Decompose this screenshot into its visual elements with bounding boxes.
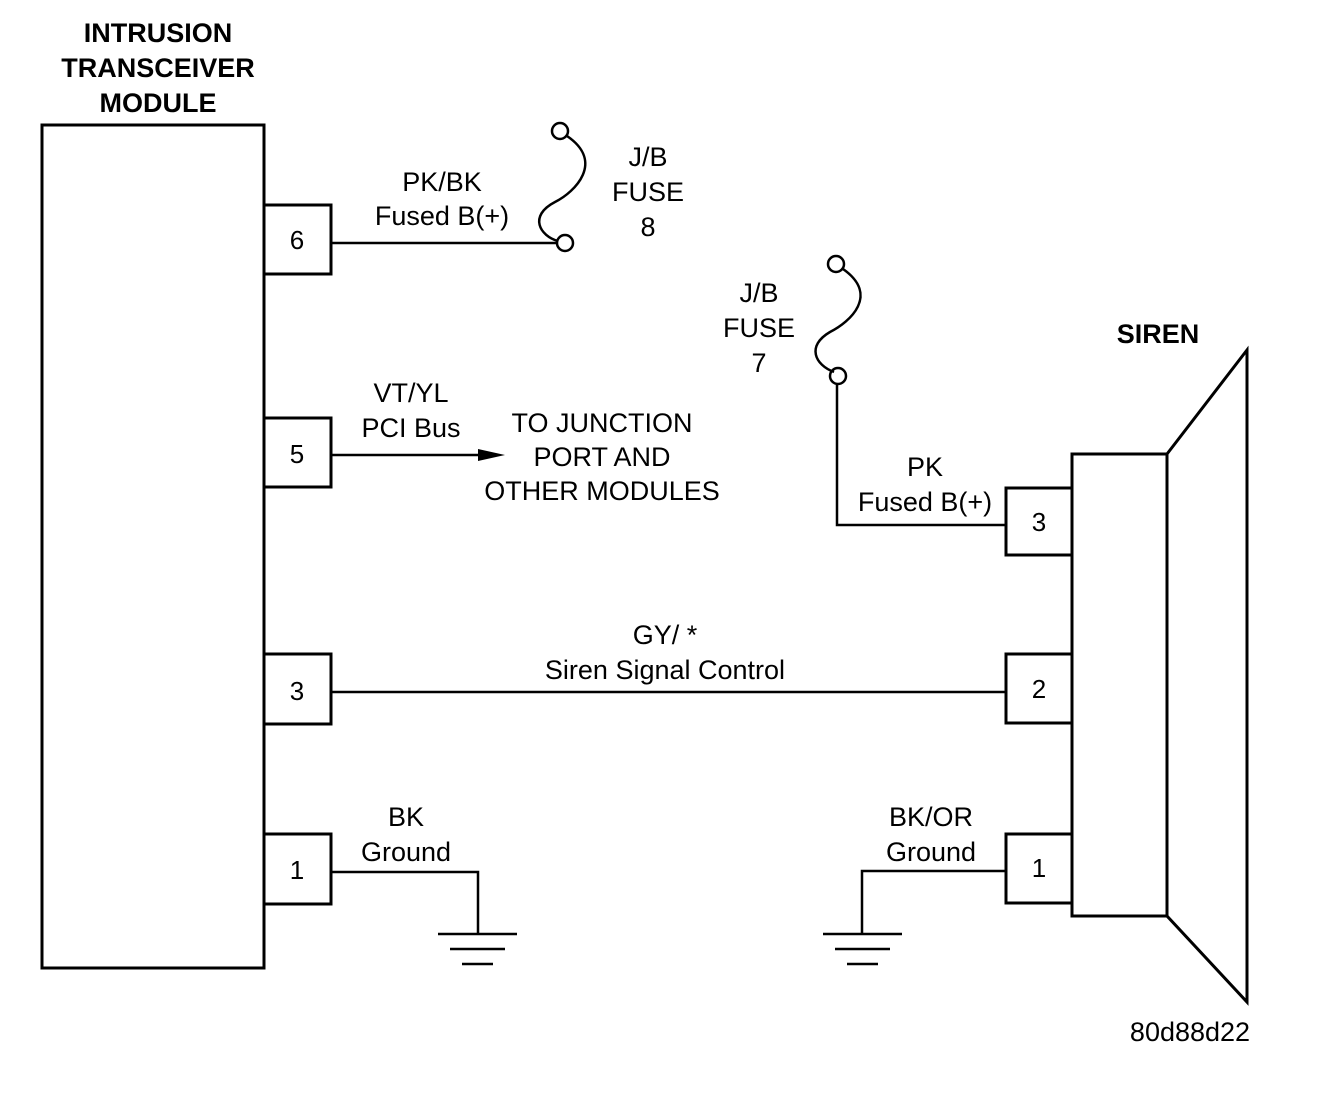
fuse-7-line-1: J/B xyxy=(739,278,778,308)
module-pin-1-box xyxy=(262,832,333,906)
wire-pin6-color: PK/BK xyxy=(402,167,482,197)
siren-pin-3-box xyxy=(1004,486,1074,557)
wire-siren-pin3-desc: Fused B(+) xyxy=(858,487,992,517)
wire-siren-ground xyxy=(860,869,1006,934)
fuse-8-line-1: J/B xyxy=(628,142,667,172)
siren-pin-3-label: 3 xyxy=(1032,507,1046,537)
siren-pin-1-box xyxy=(1004,832,1074,905)
module-title: INTRUSION TRANSCEIVER MODULE xyxy=(61,18,255,118)
module-title-line-2: TRANSCEIVER xyxy=(61,53,255,83)
siren-pin-2-label: 2 xyxy=(1032,674,1046,704)
pci-destination-line-1: TO JUNCTION xyxy=(512,408,693,438)
module-pin-1-label: 1 xyxy=(290,855,304,885)
wire-signal-desc: Siren Signal Control xyxy=(545,655,785,685)
wire-pin6-desc: Fused B(+) xyxy=(375,201,509,231)
module-body xyxy=(40,123,266,970)
wire-siren-pin3-color: PK xyxy=(907,452,943,482)
module-pin-6: 6 xyxy=(262,203,333,276)
module-pin-5-label: 5 xyxy=(290,439,304,469)
module-pin-6-label: 6 xyxy=(290,225,304,255)
pci-arrow-icon xyxy=(478,449,505,461)
module-title-line-3: MODULE xyxy=(100,88,217,118)
pci-destination-line-3: OTHER MODULES xyxy=(484,476,720,506)
siren-body xyxy=(1070,452,1169,918)
pci-destination-line-2: PORT AND xyxy=(533,442,670,472)
module-pin-3-label: 3 xyxy=(290,676,304,706)
fuse-7-line-3: 7 xyxy=(751,348,766,378)
module-pin-5: 5 xyxy=(262,416,333,489)
module-pin-3: 3 xyxy=(262,652,333,726)
module-ground-desc: Ground xyxy=(361,837,451,867)
module-ground-icon xyxy=(438,932,517,966)
fuse-7-symbol xyxy=(814,254,862,386)
wire-signal-color: GY/ * xyxy=(633,620,698,650)
siren-ground-icon xyxy=(823,932,902,966)
siren-title: SIREN xyxy=(1117,319,1200,349)
siren-pin-2: 2 xyxy=(1004,652,1074,725)
wire-module-ground xyxy=(331,870,480,934)
fuse-8-line-2: FUSE xyxy=(612,177,684,207)
module-ground-color: BK xyxy=(388,802,424,832)
siren-ground-color: BK/OR xyxy=(889,802,973,832)
fuse-8-line-3: 8 xyxy=(640,212,655,242)
wire-pin5-desc: PCI Bus xyxy=(361,413,460,443)
siren-pin-1-label: 1 xyxy=(1032,853,1046,883)
wire-siren-pin3 xyxy=(835,384,1006,527)
module-pin-6-box xyxy=(262,203,333,276)
siren-pin-2-box xyxy=(1004,652,1074,725)
module-pin-3-box xyxy=(262,652,333,726)
fuse-8-symbol xyxy=(537,121,587,253)
module-title-line-1: INTRUSION xyxy=(84,18,233,48)
siren-pin-1: 1 xyxy=(1004,832,1074,905)
fuse-7-line-2: FUSE xyxy=(723,313,795,343)
module-pin-5-box xyxy=(262,416,333,489)
module-pin-1: 1 xyxy=(262,832,333,906)
figure-id: 80d88d22 xyxy=(1130,1017,1250,1047)
siren-ground-desc: Ground xyxy=(886,837,976,867)
wire-pin5-color: VT/YL xyxy=(373,378,448,408)
siren-horn-icon xyxy=(1165,345,1249,1006)
siren-pin-3: 3 xyxy=(1004,486,1074,557)
